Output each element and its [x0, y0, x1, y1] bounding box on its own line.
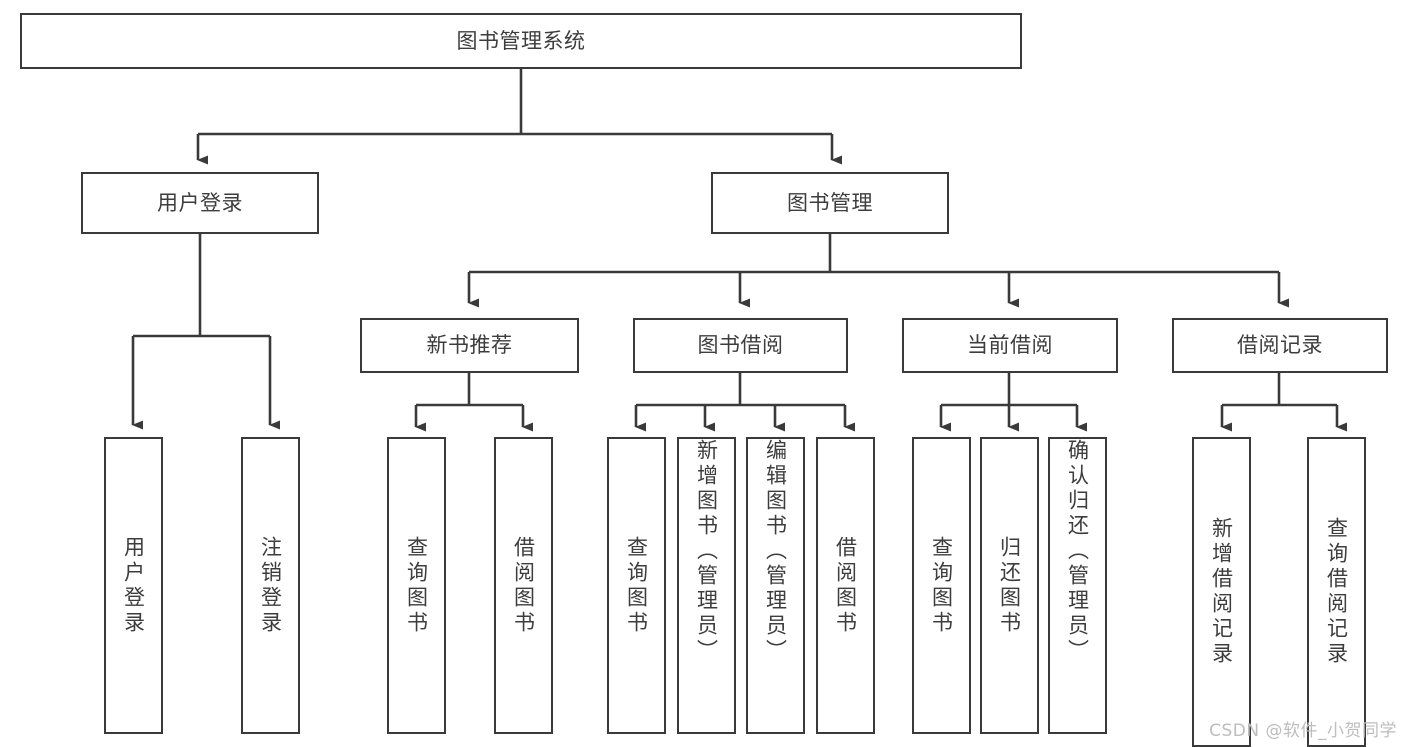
node-new-book-recommend[interactable]: 新书推荐	[360, 318, 579, 373]
node-label: 查询图书	[929, 535, 954, 636]
node-label: 借阅图书	[833, 535, 858, 636]
node-label: 借阅记录	[1237, 333, 1323, 358]
node-label: 图书借阅	[697, 333, 784, 358]
leaf-current-borrow-confirm-return-admin[interactable]: 确认归还（管理员）	[1048, 437, 1107, 734]
node-label: 图书管理系统	[456, 28, 586, 53]
leaf-borrow-record-query-record[interactable]: 查询借阅记录	[1307, 437, 1366, 747]
node-label: 编辑图书（管理员）	[763, 439, 788, 664]
node-label: 新书推荐	[426, 333, 513, 358]
leaf-book-borrow-query-book[interactable]: 查询图书	[607, 437, 666, 734]
leaf-book-borrow-edit-book-admin[interactable]: 编辑图书（管理员）	[746, 437, 805, 734]
node-label: 新增图书（管理员）	[694, 439, 719, 664]
node-label: 归还图书	[997, 535, 1022, 636]
node-label: 用户登录	[157, 190, 243, 215]
leaf-book-borrow-borrow-book[interactable]: 借阅图书	[816, 437, 875, 734]
node-current-borrow[interactable]: 当前借阅	[902, 318, 1118, 373]
leaf-user-login-login[interactable]: 用户登录	[104, 437, 163, 734]
node-label: 确认归还（管理员）	[1065, 439, 1090, 664]
leaf-current-borrow-return-book[interactable]: 归还图书	[980, 437, 1039, 734]
node-label: 当前借阅	[967, 333, 1053, 358]
node-label: 新增借阅记录	[1209, 517, 1234, 667]
node-label: 注销登录	[258, 535, 283, 636]
leaf-new-book-query-book[interactable]: 查询图书	[387, 437, 446, 734]
node-borrow-record[interactable]: 借阅记录	[1172, 318, 1388, 373]
leaf-new-book-borrow-book[interactable]: 借阅图书	[494, 437, 553, 734]
leaf-current-borrow-query-book[interactable]: 查询图书	[912, 437, 971, 734]
node-label: 查询图书	[624, 535, 649, 636]
node-label: 查询借阅记录	[1324, 517, 1349, 667]
node-label: 图书管理	[787, 190, 873, 215]
node-user-login[interactable]: 用户登录	[81, 172, 319, 234]
leaf-borrow-record-add-record[interactable]: 新增借阅记录	[1192, 437, 1251, 747]
leaf-user-login-logout[interactable]: 注销登录	[241, 437, 300, 734]
node-root-book-management-system[interactable]: 图书管理系统	[20, 13, 1022, 69]
node-label: 用户登录	[121, 535, 146, 636]
node-label: 查询图书	[404, 535, 429, 636]
csdn-watermark: CSDN @软件_小贺同学	[1209, 721, 1397, 741]
node-book-borrow[interactable]: 图书借阅	[633, 318, 848, 373]
node-label: 借阅图书	[511, 535, 536, 636]
node-book-management[interactable]: 图书管理	[711, 172, 949, 234]
leaf-book-borrow-add-book-admin[interactable]: 新增图书（管理员）	[677, 437, 736, 734]
